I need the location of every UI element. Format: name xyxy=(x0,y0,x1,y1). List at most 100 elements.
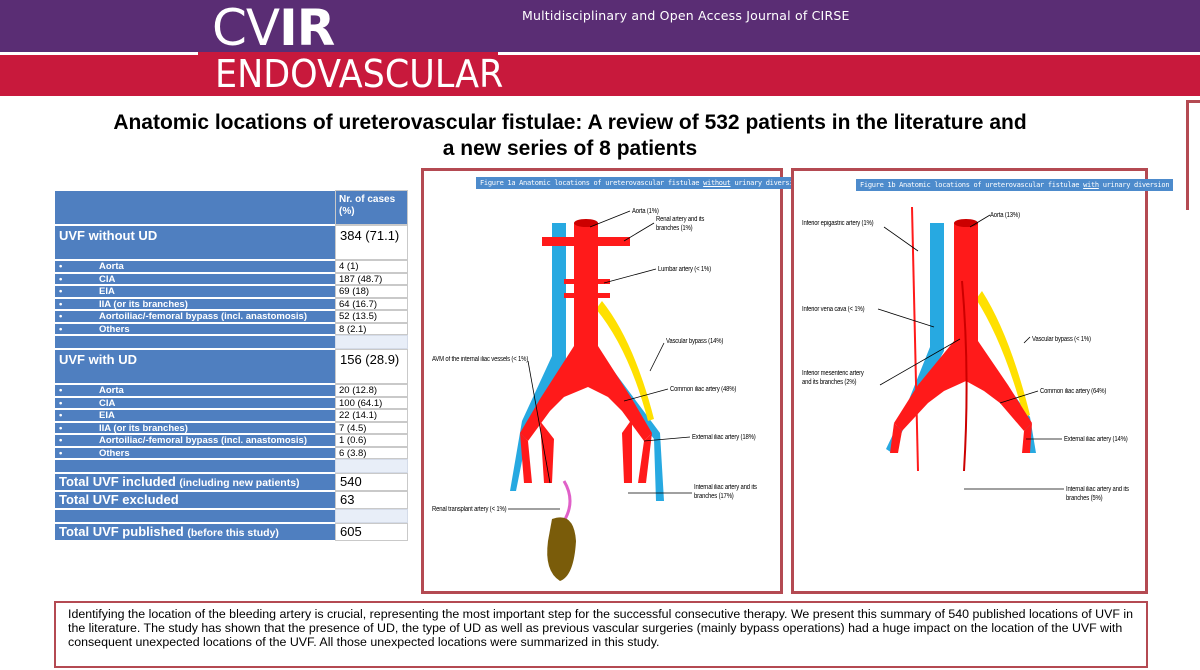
aorta xyxy=(520,223,652,441)
label-aorta: Aorta (13%) xyxy=(990,212,1020,219)
journal-logo-bottom: ENDOVASCULAR xyxy=(215,52,504,96)
row-label: • Others xyxy=(54,322,335,335)
journal-tagline: Multidisciplinary and Open Access Journa… xyxy=(522,8,850,23)
row-label: • CIA xyxy=(54,396,335,409)
label-common-iliac: Common iliac artery (48%) xyxy=(670,386,737,393)
bullet-icon: • xyxy=(59,435,63,446)
row-label: • CIA xyxy=(54,272,335,285)
label-transplant-artery: Renal transplant artery (< 1%) xyxy=(432,506,507,513)
group-value: 156 (28.9) xyxy=(335,349,408,384)
logo-divider-right xyxy=(498,52,1200,55)
table-spacer-row xyxy=(54,509,408,523)
table-row: •IIA (or its branches)7 (4.5) xyxy=(54,421,408,434)
row-value: 64 (16.7) xyxy=(335,297,408,310)
row-label-text: EIA xyxy=(99,286,115,297)
table-row: • Others 8 (2.1) xyxy=(54,322,408,335)
left-external-iliac xyxy=(890,423,902,453)
table-row: • Aortoiliac/-femoral bypass (incl. anast… xyxy=(54,310,408,323)
table-total-row: Total UVF included (including new patien… xyxy=(54,473,408,491)
row-value: 187 (48.7) xyxy=(335,272,408,285)
decorative-frame-edge xyxy=(1186,100,1200,210)
label-vascular-bypass: Vascular bypass (14%) xyxy=(666,338,724,345)
inferior-epigastric xyxy=(911,206,919,472)
label-inferior-vena-cava: Inferior vena cava (< 1%) xyxy=(802,306,865,313)
row-label: •Others xyxy=(54,446,335,459)
group-value: 384 (71.1) xyxy=(335,225,408,260)
bullet-icon: • xyxy=(59,397,63,409)
bullet-icon: • xyxy=(59,273,63,285)
spacer-cell xyxy=(335,509,408,523)
row-value: 100 (64.1) xyxy=(335,396,408,409)
leader-lines xyxy=(508,210,692,510)
transplant-kidney xyxy=(547,517,576,581)
figure-1b-panel: Figure 1b Anatomic locations of ureterov… xyxy=(791,168,1174,594)
leader-lines xyxy=(877,214,1064,490)
label-internal-iliac: Internal iliac artery and its branches (… xyxy=(1066,486,1129,502)
spacer-cell xyxy=(335,459,408,473)
label-inferior-epigastric: Inferior epigastric artery (1%) xyxy=(802,220,874,227)
row-label-text: Aortoiliac/-femoral bypass (incl. anasto… xyxy=(99,435,307,446)
table-group-row: UVF with UD 156 (28.9) xyxy=(54,349,408,384)
row-label-text: Aortoiliac/-femoral bypass (incl. anasto… xyxy=(99,311,307,322)
label-vascular-bypass: Vascular bypass (< 1%) xyxy=(1032,336,1091,343)
label-renal-artery: Renal artery and its branches (1%) xyxy=(656,216,705,232)
table-row: • CIA 100 (64.1) xyxy=(54,396,408,409)
total-excluded-value: 63 xyxy=(335,491,408,509)
label-aorta: Aorta (1%) xyxy=(632,208,659,215)
row-value: 52 (13.5) xyxy=(335,310,408,323)
label-internal-iliac: Internal iliac artery and its branches (… xyxy=(694,484,757,500)
table-header-blank xyxy=(54,190,335,225)
table-header-row: Nr. of cases (%) xyxy=(54,190,408,225)
right-internal-iliac xyxy=(622,419,632,483)
bullet-icon: • xyxy=(59,422,63,434)
header-top-band xyxy=(0,0,1200,52)
lumbar-artery xyxy=(564,279,610,284)
spacer-cell xyxy=(54,509,335,523)
label-inferior-mesenteric: Inferior mesenteric artery and its branc… xyxy=(802,370,864,386)
bullet-icon: • xyxy=(59,385,63,396)
right-external-iliac xyxy=(638,433,652,483)
figure-1a-panel: Figure 1a Anatomic locations of ureterov… xyxy=(421,168,805,594)
figure-1b-caption: Figure 1b Anatomic locations of ureterov… xyxy=(856,179,1174,191)
row-label-text: CIA xyxy=(99,397,116,409)
table-row: • CIA 187 (48.7) xyxy=(54,272,408,285)
row-value: 6 (3.8) xyxy=(335,446,408,459)
title-line-1: Anatomic locations of ureterovascular fi… xyxy=(113,111,1027,134)
vascular-diagram-1b xyxy=(877,206,1064,490)
bullet-icon: • xyxy=(59,323,63,335)
aorta xyxy=(894,223,1032,431)
row-label-text: Others xyxy=(99,447,130,459)
row-value: 1 (0.6) xyxy=(335,434,408,447)
vascular-bypass xyxy=(596,301,654,421)
bullet-icon: • xyxy=(59,311,63,322)
bullet-icon: • xyxy=(59,261,63,272)
spacer-cell xyxy=(54,459,335,473)
row-value: 8 (2.1) xyxy=(335,322,408,335)
label-lumbar-artery: Lumbar artery (< 1%) xyxy=(658,266,711,273)
total-included-label: Total UVF included (including new patien… xyxy=(54,473,335,491)
left-internal-iliac xyxy=(540,421,554,483)
vena-cava-vein xyxy=(510,223,566,491)
table-total-row: Total UVF published (before this study) … xyxy=(54,523,408,541)
vascular-diagram-1a xyxy=(508,210,692,581)
label-common-iliac: Common iliac artery (64%) xyxy=(1040,388,1107,395)
poster-title: Anatomic locations of ureterovascular fi… xyxy=(40,110,1100,162)
figure-1a-caption: Figure 1a Anatomic locations of ureterov… xyxy=(476,177,805,189)
spacer-cell xyxy=(335,335,408,349)
row-label-text: Aorta xyxy=(99,385,124,396)
row-label-text: Aorta xyxy=(99,261,124,272)
total-excluded-label: Total UVF excluded xyxy=(54,491,335,509)
total-published-value: 605 xyxy=(335,523,408,541)
row-label-text: Others xyxy=(99,323,130,335)
header-bottom-band xyxy=(0,52,1200,96)
renal-artery xyxy=(542,237,630,246)
uvf-location-table: Nr. of cases (%) UVF without UD 384 (71.… xyxy=(54,190,408,541)
right-external-iliac xyxy=(1022,423,1032,453)
row-label-text: CIA xyxy=(99,273,116,285)
table-row: • Aortoiliac/-femoral bypass (incl. anast… xyxy=(54,434,408,447)
row-value: 69 (18) xyxy=(335,285,408,298)
transplant-ureter xyxy=(562,480,572,522)
row-label: •IIA (or its branches) xyxy=(54,297,335,310)
table-group-row: UVF without UD 384 (71.1) xyxy=(54,225,408,260)
